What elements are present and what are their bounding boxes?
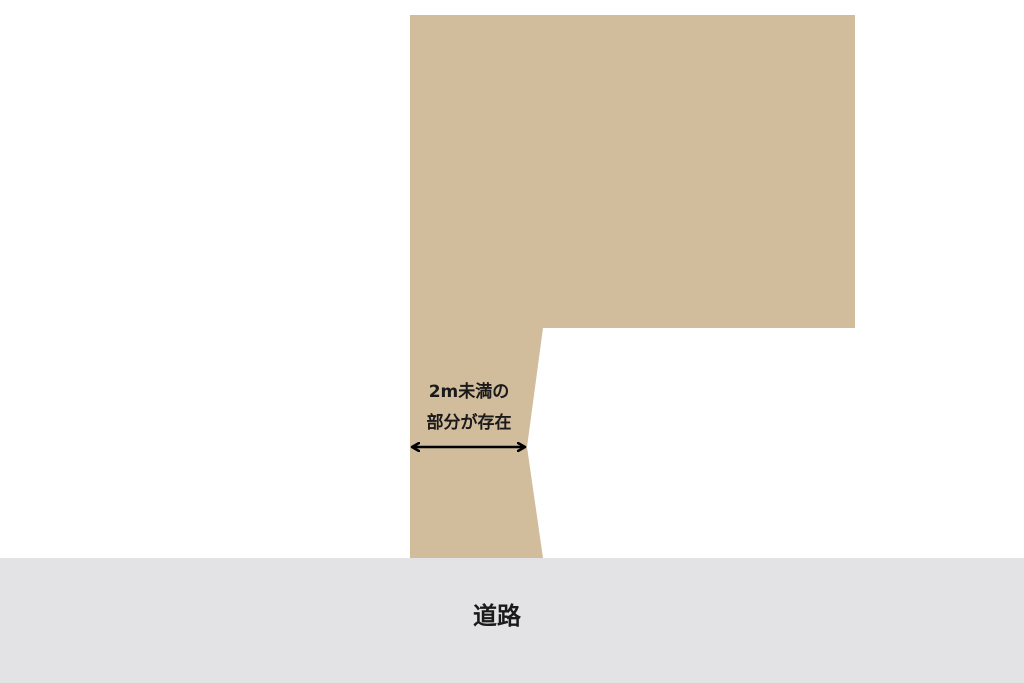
flag-lot-shape <box>410 15 855 558</box>
width-note-line2: 部分が存在 <box>427 412 512 433</box>
road-label: 道路 <box>473 602 522 630</box>
width-note-line1: 2m未満の <box>429 381 510 402</box>
road-strip <box>0 558 1024 683</box>
